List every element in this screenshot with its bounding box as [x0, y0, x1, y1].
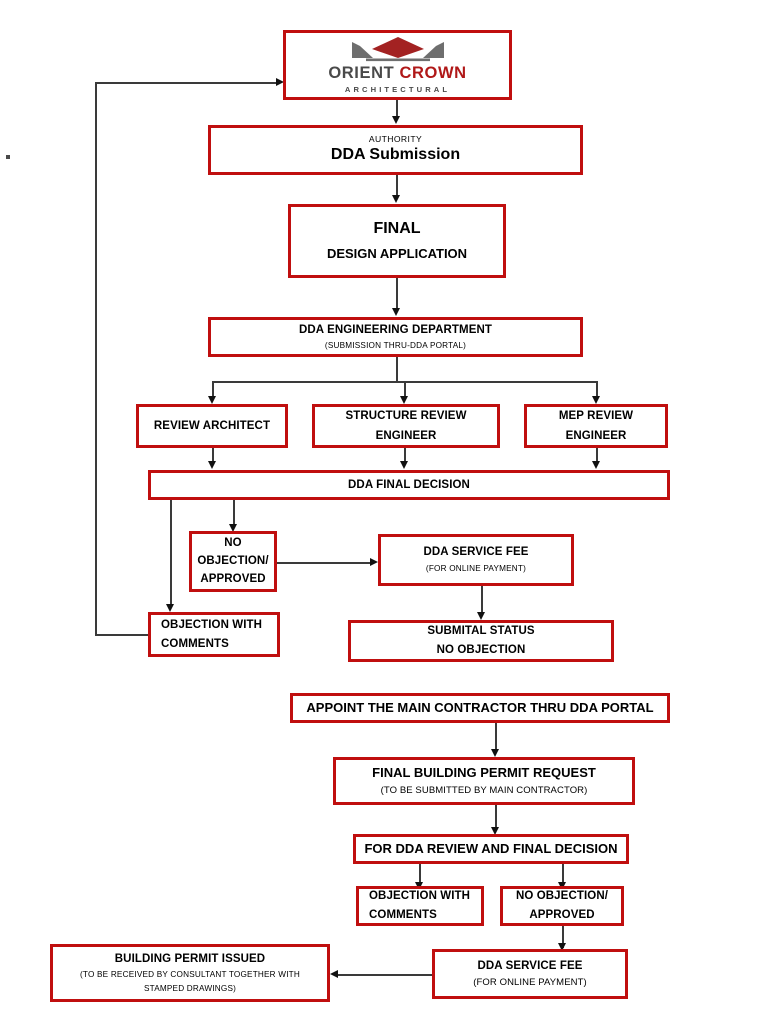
logo-wordmark: ORIENT CROWN: [328, 65, 466, 82]
node-final-building-permit-request[interactable]: FINAL BUILDING PERMIT REQUEST (TO BE SUB…: [333, 757, 635, 805]
node-objection-2-line1: OBJECTION WITH: [369, 890, 471, 903]
node-objection-with-comments-2[interactable]: OBJECTION WITH COMMENTS: [356, 886, 484, 926]
node-no-objection-1-line3: APPROVED: [200, 572, 266, 585]
node-for-dda-review-line1: FOR DDA REVIEW AND FINAL DECISION: [364, 840, 618, 856]
connector-no-objection-to-service-fee-1: [277, 562, 372, 564]
connector-engineering-down-stem: [396, 357, 398, 382]
arrow-appoint-to-permit-request: [491, 749, 499, 757]
arrow-logo-to-dda-submission: [392, 116, 400, 124]
node-mep-review-line1: MEP REVIEW: [558, 409, 634, 422]
connector-dda-review-to-objection-2: [419, 864, 421, 886]
crown-icon: [351, 36, 444, 62]
node-dda-submission[interactable]: AUTHORITY DDA Submission: [208, 125, 583, 175]
node-objection-2-line2: COMMENTS: [369, 909, 437, 921]
node-dda-service-fee-2[interactable]: DDA SERVICE FEE (FOR ONLINE PAYMENT): [432, 949, 628, 999]
node-permit-request-line1: FINAL BUILDING PERMIT REQUEST: [372, 764, 596, 780]
node-appoint-main-contractor-line1: APPOINT THE MAIN CONTRACTOR THRU DDA POR…: [306, 699, 654, 715]
arrow-no-objection-to-service-fee-1: [370, 558, 378, 566]
connector-permit-request-to-dda-review: [495, 805, 497, 831]
node-objection-1-line2: COMMENTS: [161, 637, 229, 650]
node-dda-submission-line2: DDA Submission: [330, 146, 461, 164]
arrow-no-objection-2-to-service-fee-2: [558, 943, 566, 951]
node-final-design-application[interactable]: FINAL DESIGN APPLICATION: [288, 204, 506, 278]
node-appoint-main-contractor[interactable]: APPOINT THE MAIN CONTRACTOR THRU DDA POR…: [290, 693, 670, 723]
node-submital-status-line2: NO OBJECTION: [436, 644, 526, 656]
arrow-decision-to-objection: [166, 604, 174, 612]
node-objection-with-comments-1[interactable]: OBJECTION WITH COMMENTS: [148, 612, 280, 657]
node-permit-issued-line2: (TO BE RECEIVED BY CONSULTANT TOGETHER W…: [80, 970, 300, 980]
node-no-objection-2-line1: NO OBJECTION/: [515, 890, 609, 903]
feedback-loop-left-segment: [95, 82, 97, 635]
logo-word-orient: ORIENT: [328, 64, 395, 83]
connector-submission-to-final-design: [396, 175, 398, 197]
arrow-review-architect-to-decision: [208, 461, 216, 469]
arrow-service-fee-2-to-permit-issued: [330, 970, 338, 978]
node-dda-engineering-department[interactable]: DDA ENGINEERING DEPARTMENT (SUBMISSION T…: [208, 317, 583, 357]
feedback-loop-arrowhead: [276, 78, 284, 86]
arrow-to-structure-review: [400, 396, 408, 404]
stray-mark: [6, 155, 10, 159]
node-structure-review-engineer[interactable]: STRUCTURE REVIEW ENGINEER: [312, 404, 500, 448]
connector-fanout-to-structure-review: [404, 381, 406, 400]
node-dda-final-decision[interactable]: DDA FINAL DECISION: [148, 470, 670, 500]
node-structure-review-line2: ENGINEER: [375, 429, 437, 442]
arrow-service-fee-to-submital-status: [477, 612, 485, 620]
connector-decision-to-no-objection: [233, 500, 235, 528]
node-dda-service-fee-1-line2: (FOR ONLINE PAYMENT): [425, 564, 527, 574]
node-permit-request-line2: (TO BE SUBMITTED BY MAIN CONTRACTOR): [380, 785, 588, 797]
arrow-decision-to-no-objection: [229, 524, 237, 532]
node-dda-service-fee-1-line1: DDA SERVICE FEE: [423, 546, 529, 559]
connector-no-objection-2-to-service-fee-2: [562, 926, 564, 948]
node-no-objection-approved-2[interactable]: NO OBJECTION/ APPROVED: [500, 886, 624, 926]
node-structure-review-line1: STRUCTURE REVIEW: [345, 409, 467, 422]
node-building-permit-issued[interactable]: BUILDING PERMIT ISSUED (TO BE RECEIVED B…: [50, 944, 330, 1002]
connector-fanout-to-review-architect: [212, 381, 214, 400]
node-dda-service-fee-1[interactable]: DDA SERVICE FEE (FOR ONLINE PAYMENT): [378, 534, 574, 586]
node-final-design-application-line2: DESIGN APPLICATION: [326, 246, 468, 262]
connector-service-fee-2-to-permit-issued: [338, 974, 434, 976]
connector-review-architect-to-decision: [212, 448, 214, 465]
node-no-objection-1-line1: NO: [224, 537, 242, 550]
logo-word-crown: CROWN: [399, 64, 467, 83]
arrow-final-design-to-engineering: [392, 308, 400, 316]
connector-appoint-to-permit-request: [495, 723, 497, 753]
feedback-loop-top-segment: [95, 82, 277, 84]
connector-dda-review-to-no-objection-2: [562, 864, 564, 886]
node-no-objection-1-line2: OBJECTION/: [197, 555, 269, 568]
node-objection-1-line1: OBJECTION WITH: [161, 618, 263, 631]
node-dda-engineering-department-line2: (SUBMISSION THRU-DDA PORTAL): [324, 340, 467, 350]
node-submital-status-line1: SUBMITAL STATUS: [427, 625, 535, 638]
connector-service-fee-to-submital-status: [481, 586, 483, 616]
arrow-structure-review-to-decision: [400, 461, 408, 469]
node-permit-issued-line1: BUILDING PERMIT ISSUED: [114, 952, 266, 965]
connector-logo-to-dda-submission: [396, 100, 398, 118]
node-submital-status[interactable]: SUBMITAL STATUS NO OBJECTION: [348, 620, 614, 662]
node-for-dda-review-final-decision[interactable]: FOR DDA REVIEW AND FINAL DECISION: [353, 834, 629, 864]
node-dda-engineering-department-line1: DDA ENGINEERING DEPARTMENT: [299, 323, 492, 336]
node-review-architect-line1: REVIEW ARCHITECT: [153, 419, 271, 432]
node-no-objection-approved-1[interactable]: NO OBJECTION/ APPROVED: [189, 531, 277, 592]
node-permit-issued-line3: STAMPED DRAWINGS): [143, 983, 237, 993]
node-dda-submission-line1: AUTHORITY: [368, 134, 423, 145]
connector-structure-review-to-decision: [404, 448, 406, 465]
node-no-objection-2-line2: APPROVED: [529, 909, 595, 921]
arrow-submission-to-final-design: [392, 195, 400, 203]
connector-mep-review-to-decision: [596, 448, 598, 465]
node-dda-service-fee-2-line1: DDA SERVICE FEE: [477, 959, 583, 972]
connector-decision-to-objection: [170, 500, 172, 608]
node-dda-service-fee-2-line2: (FOR ONLINE PAYMENT): [473, 977, 587, 989]
connector-final-design-to-engineering: [396, 278, 398, 310]
node-dda-final-decision-line1: DDA FINAL DECISION: [348, 478, 470, 491]
arrow-to-mep-review: [592, 396, 600, 404]
connector-fanout-to-mep-review: [596, 381, 598, 400]
company-logo-box: ORIENT CROWN ARCHITECTURAL: [283, 30, 512, 100]
node-mep-review-line2: ENGINEER: [565, 429, 627, 442]
logo-tagline: ARCHITECTURAL: [344, 84, 451, 94]
node-review-architect[interactable]: REVIEW ARCHITECT: [136, 404, 288, 448]
node-final-design-application-line1: FINAL: [373, 219, 421, 237]
node-mep-review-engineer[interactable]: MEP REVIEW ENGINEER: [524, 404, 668, 448]
arrow-permit-request-to-dda-review: [491, 827, 499, 835]
arrow-to-review-architect: [208, 396, 216, 404]
arrow-mep-review-to-decision: [592, 461, 600, 469]
